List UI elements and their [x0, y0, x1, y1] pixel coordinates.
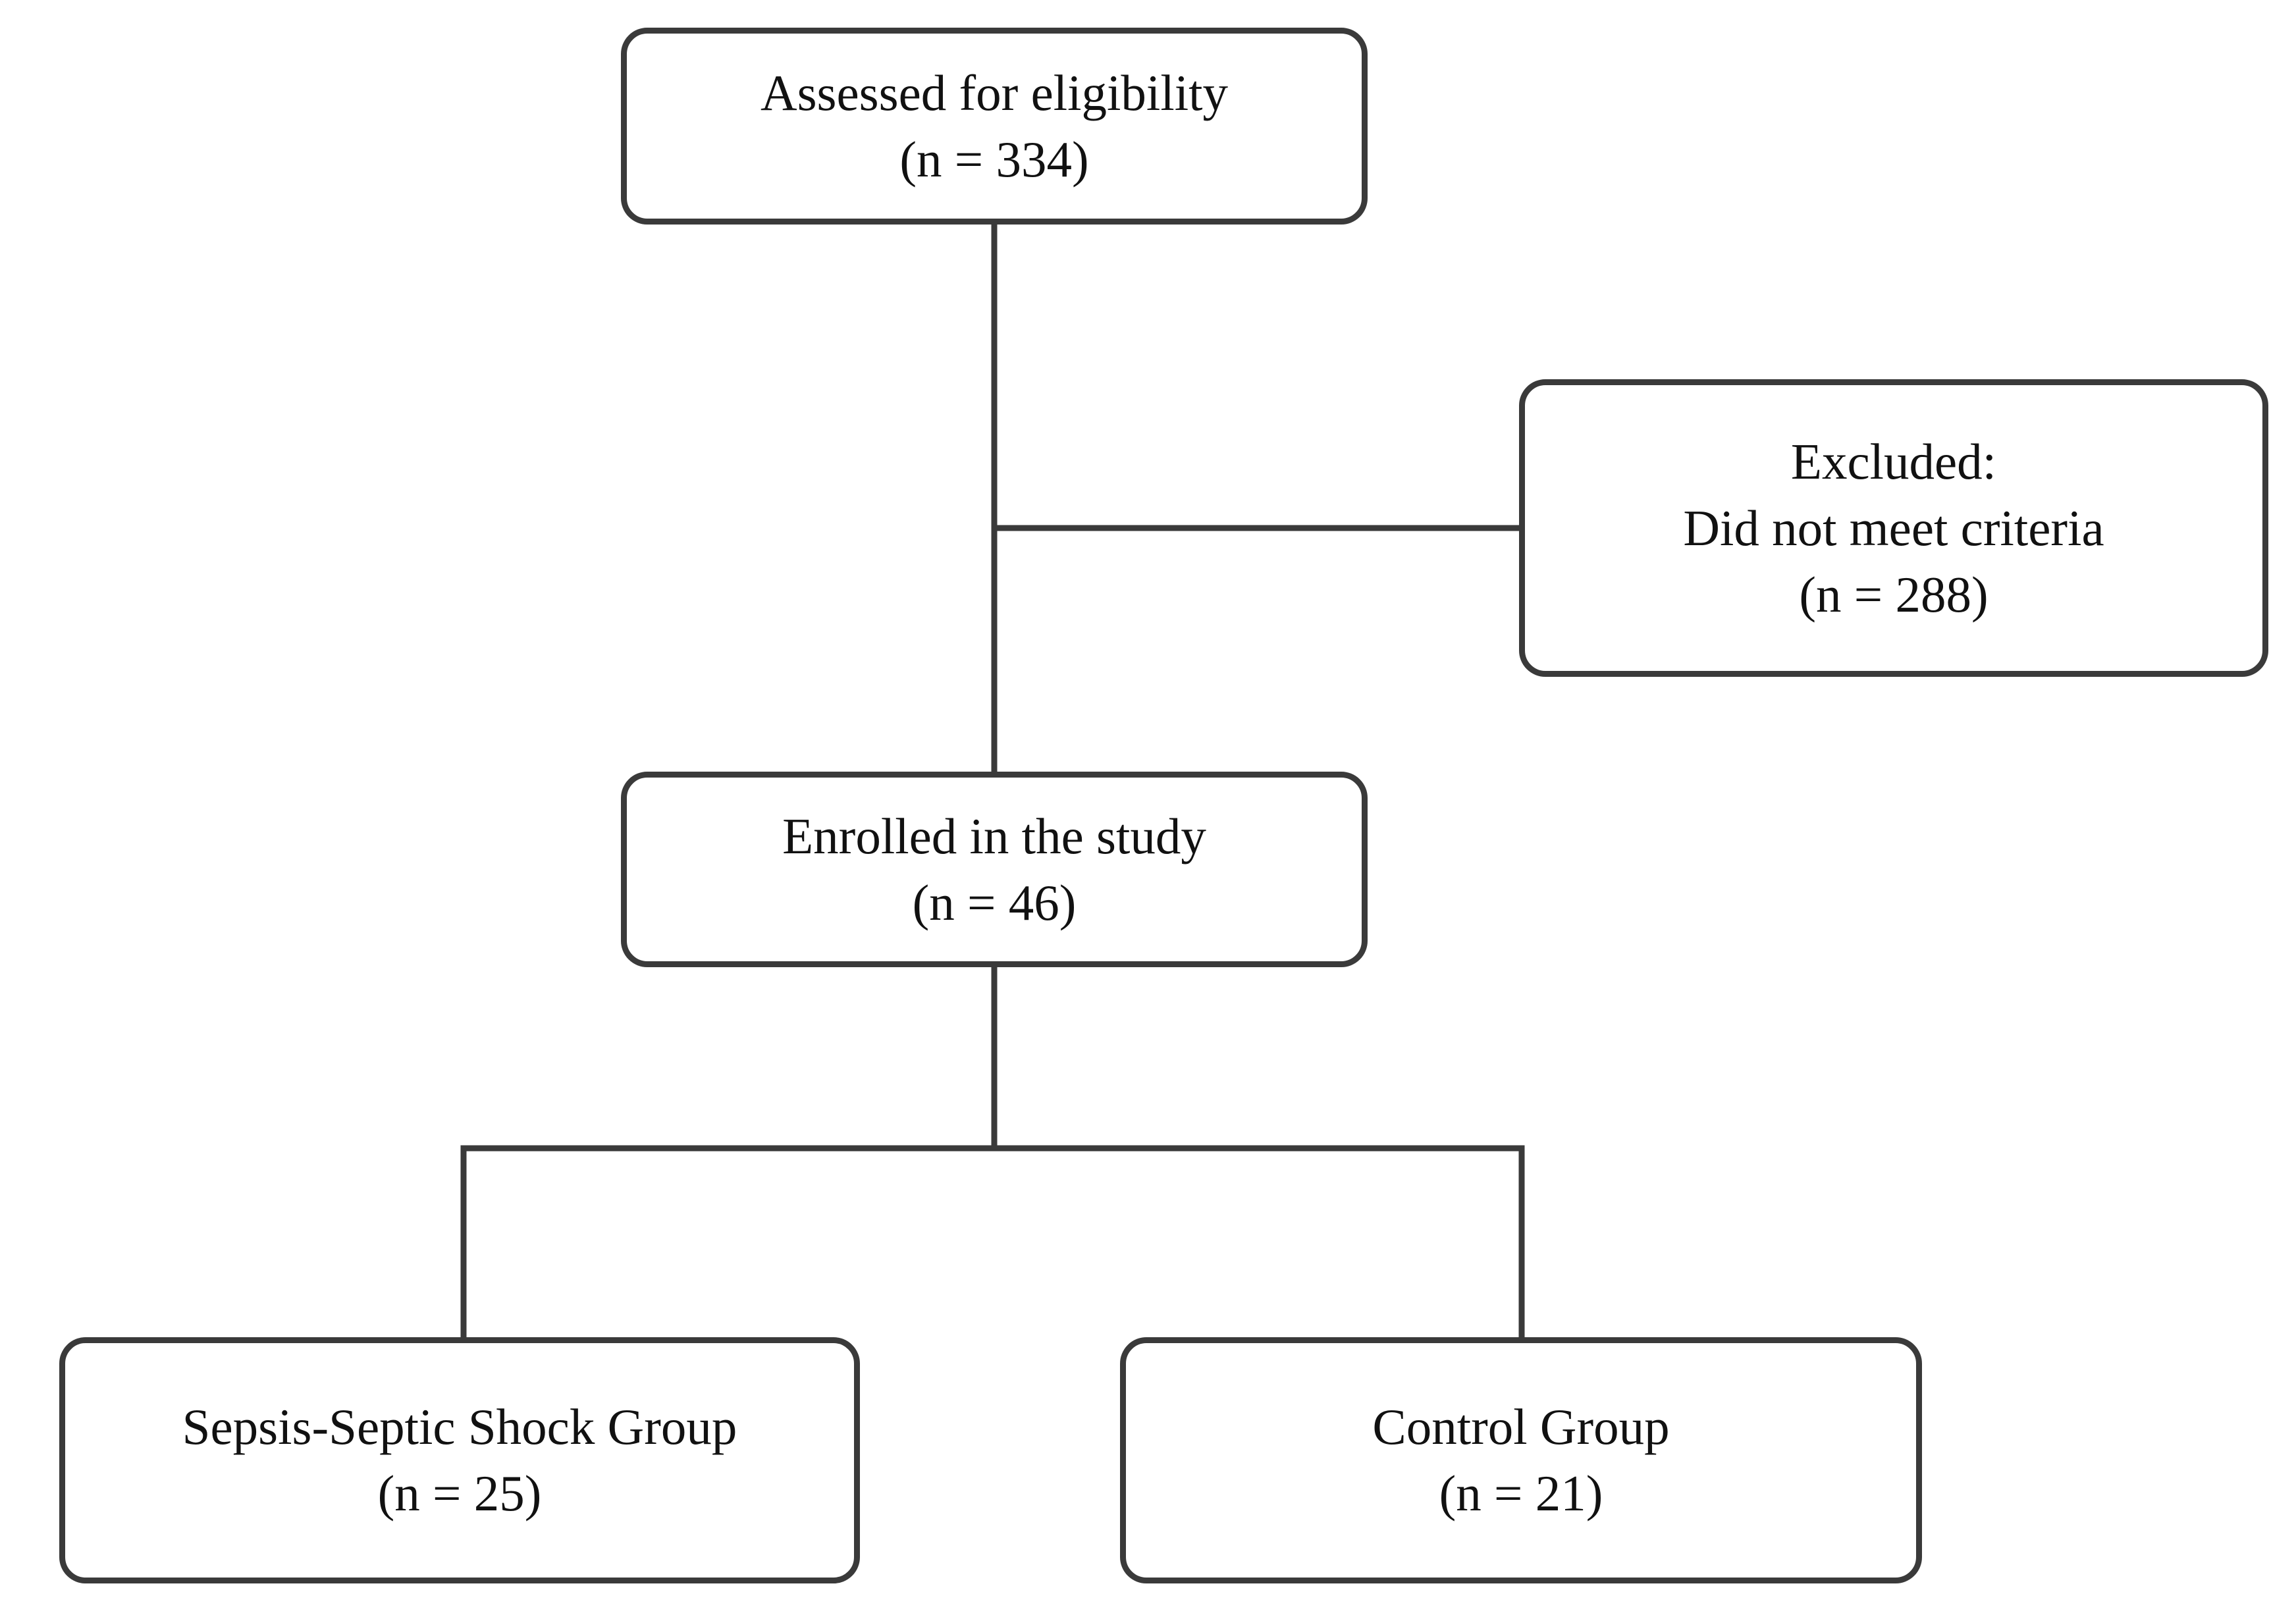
enrolled-in-study-box: Enrolled in the study (n = 46)	[621, 772, 1368, 967]
excluded-reason: Did not meet criteria	[1683, 499, 2104, 556]
control-group-box: Control Group (n = 21)	[1120, 1337, 1922, 1583]
enrolled-label: Enrolled in the study	[782, 807, 1206, 864]
enrolled-count: (n = 46)	[912, 874, 1077, 931]
excluded-box: Excluded: Did not meet criteria (n = 288…	[1519, 379, 2268, 677]
sepsis-group-count: (n = 25)	[377, 1465, 542, 1522]
assessed-count: (n = 334)	[899, 130, 1089, 188]
control-group-label: Control Group	[1372, 1398, 1670, 1455]
assessed-label: Assessed for eligibility	[760, 64, 1229, 121]
excluded-label: Excluded:	[1790, 433, 1997, 490]
control-group-count: (n = 21)	[1439, 1465, 1603, 1522]
sepsis-group-label: Sepsis-Septic Shock Group	[182, 1398, 737, 1455]
assessed-for-eligibility-box: Assessed for eligibility (n = 334)	[621, 28, 1368, 225]
sepsis-septic-shock-group-box: Sepsis-Septic Shock Group (n = 25)	[59, 1337, 860, 1583]
excluded-count: (n = 288)	[1799, 566, 1989, 623]
